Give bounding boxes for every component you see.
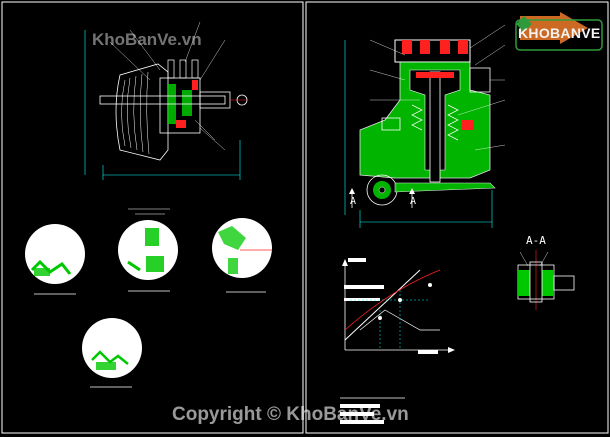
khobanve-logo [515,12,603,51]
watermark-top: KhoBanVe.vn [92,30,202,49]
left-sheet-border [1,1,304,434]
watermark-bottom: Copyright © KhoBanVe.vn [172,404,409,425]
assembly-drawing [84,21,248,180]
section-aa-label: A-A [526,234,546,247]
right-sheet-border [305,1,609,434]
detail-circle-4 [82,318,142,388]
detail-circle-1 [25,224,85,295]
detail-circle-2 [118,208,178,292]
characteristic-graph [342,258,455,354]
valve-section-drawing [344,24,506,228]
cut-label-right: A [410,196,417,207]
logo-text: KHOBANVE [518,25,601,41]
section-aa-view [517,250,575,310]
detail-circle-3 [212,218,272,293]
cut-label-left: A [350,196,357,207]
title-block [340,397,405,424]
